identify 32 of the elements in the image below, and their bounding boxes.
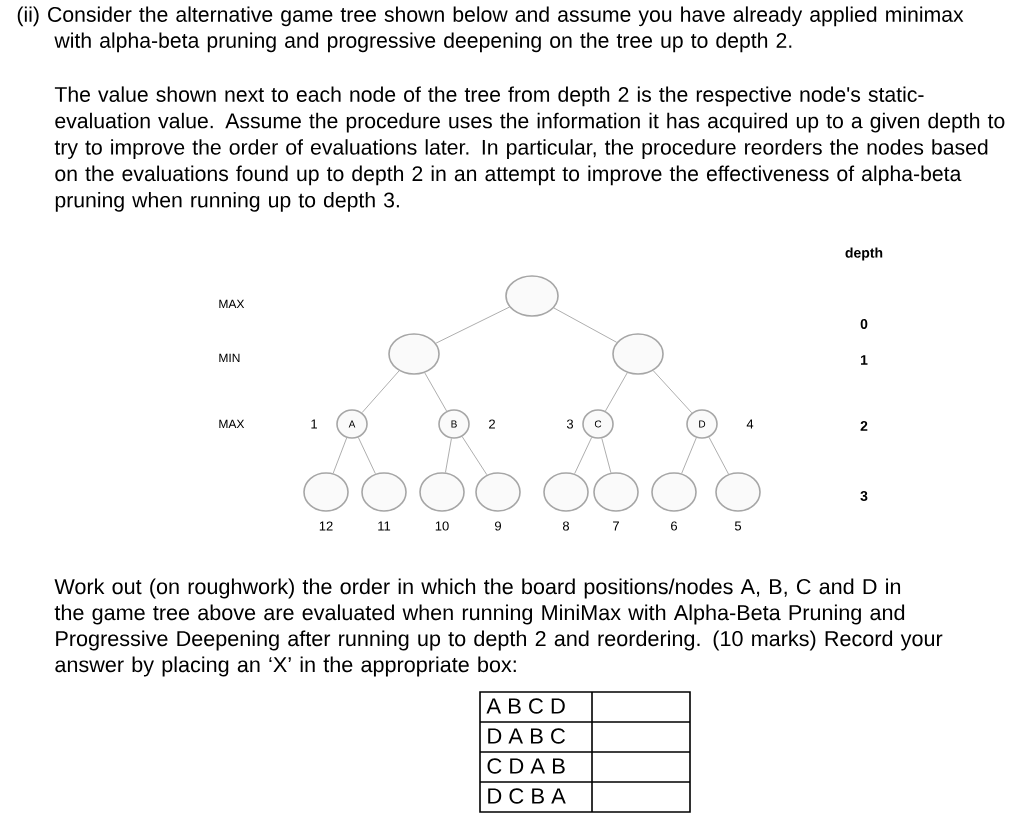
paragraph: The value shown next to each node of the tree from depth 2 is the respective node's static-evaluation value. Assume the procedure uses the information it has acquired up to a given depth to try to improve the order of evaluations later. In particular, the procedure reorders the nodes based on the evaluations found up to depth 2 in an attempt to improve the effectiveness of alpha-beta pruning when running up to depth 3. — [54, 86, 1005, 212]
tree-node — [593, 472, 639, 512]
tree-edge — [332, 437, 348, 474]
tree-node — [505, 275, 559, 317]
tree-node — [543, 472, 589, 512]
tree-node — [388, 333, 440, 375]
tree-node — [651, 472, 697, 512]
tree-node — [475, 472, 521, 512]
tree-node — [612, 333, 664, 375]
tree-node — [419, 472, 465, 512]
tree-edge — [652, 370, 693, 414]
table-cell: A B C D — [486, 698, 565, 714]
table-cell: D C B A — [488, 788, 566, 804]
tree-edge — [358, 437, 376, 475]
tree-edge — [553, 307, 618, 343]
tree-edge — [445, 438, 452, 473]
paragraph: Work out (on roughwork) the order in which the board positions/nodes A, B, C and D in the game tree above are evaluated when running MiniMax with Alpha-Beta Pruning and Progressive Deepening after running up to depth 2 and reordering. (10 marks) Record your answer by placing an ‘X’ in the appropriate box: — [54, 578, 943, 677]
tree-edge — [681, 437, 697, 474]
tree-node — [361, 472, 407, 512]
tree-edge — [708, 436, 729, 475]
table-cell: D A B C — [488, 728, 565, 744]
tree-edge — [361, 370, 400, 413]
tree-edge — [605, 372, 628, 412]
tree-node — [715, 472, 761, 512]
tree-edge — [424, 372, 447, 412]
tree-edge — [601, 437, 612, 474]
paragraph: (ii) Consider the alternative game tree shown below and assume you have already applied minimax with alpha-beta pruning and progressive deepening on the tree up to depth 2. — [17, 6, 964, 53]
tree-node — [303, 472, 349, 512]
tree-edge — [461, 436, 488, 476]
tree-edge — [574, 437, 593, 475]
table-cell: C D A B — [487, 758, 565, 774]
tree-edge — [435, 306, 510, 344]
